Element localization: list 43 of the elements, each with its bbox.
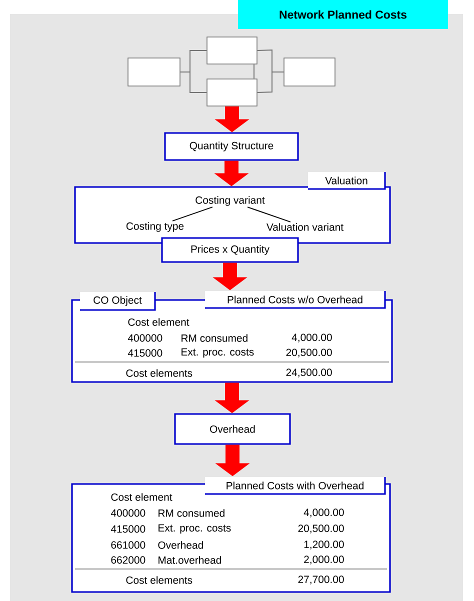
table-cell: RM consumed: [182, 334, 248, 342]
table-cell: 24,500.00: [286, 368, 332, 378]
text-label: Valuation variant: [266, 223, 344, 231]
table-cell: 662000: [111, 556, 146, 564]
connector-line: [180, 72, 208, 93]
table-cell: Overhead: [158, 541, 203, 549]
table-cell: 415000: [128, 349, 162, 357]
tab-label: Planned Costs with Overhead: [205, 477, 386, 495]
tab-label: Planned Costs w/o Overhead: [205, 291, 386, 309]
table-cell: 27,700.00: [298, 576, 344, 584]
process-box: Overhead: [174, 413, 291, 445]
table-cell: 400000: [110, 509, 146, 517]
table-cell: Ext. proc. costs: [158, 524, 231, 534]
table-cell: Cost elements: [126, 369, 192, 377]
text-label: Costing type: [126, 222, 184, 232]
table-cell: Cost elements: [126, 576, 192, 584]
network-box: [206, 36, 258, 64]
process-box: Quantity Structure: [164, 132, 299, 161]
table-cell: 2,000.00: [304, 556, 344, 564]
process-box: Prices x Quantity: [161, 237, 299, 263]
table-cell: 20,500.00: [298, 524, 344, 534]
tab-label: Valuation: [308, 172, 386, 190]
tab-label: CO Object: [80, 292, 156, 311]
connector-line: [172, 206, 213, 222]
network-box: [128, 58, 180, 86]
table-cell: RM consumed: [158, 509, 224, 517]
table-cell: 4,000.00: [292, 334, 332, 342]
connector-line: [247, 206, 291, 222]
table-cell: Cost element: [111, 493, 172, 501]
table-cell: Ext. proc. costs: [182, 348, 254, 358]
connector-line: [256, 72, 284, 93]
title: Network Planned Costs: [238, 0, 448, 29]
table-cell: 20,500.00: [286, 348, 332, 358]
table-cell: 400000: [128, 334, 162, 342]
table-cell: 661000: [111, 541, 146, 549]
table-cell: 415000: [110, 525, 146, 533]
table-cell: 1,200.00: [304, 540, 344, 550]
network-box: [284, 58, 336, 86]
table-cell: Cost element: [128, 318, 190, 326]
table-cell: 4,000.00: [304, 508, 344, 518]
text-label: Costing variant: [196, 196, 265, 206]
network-box: [206, 78, 258, 106]
table-cell: Mat.overhead: [158, 556, 221, 564]
